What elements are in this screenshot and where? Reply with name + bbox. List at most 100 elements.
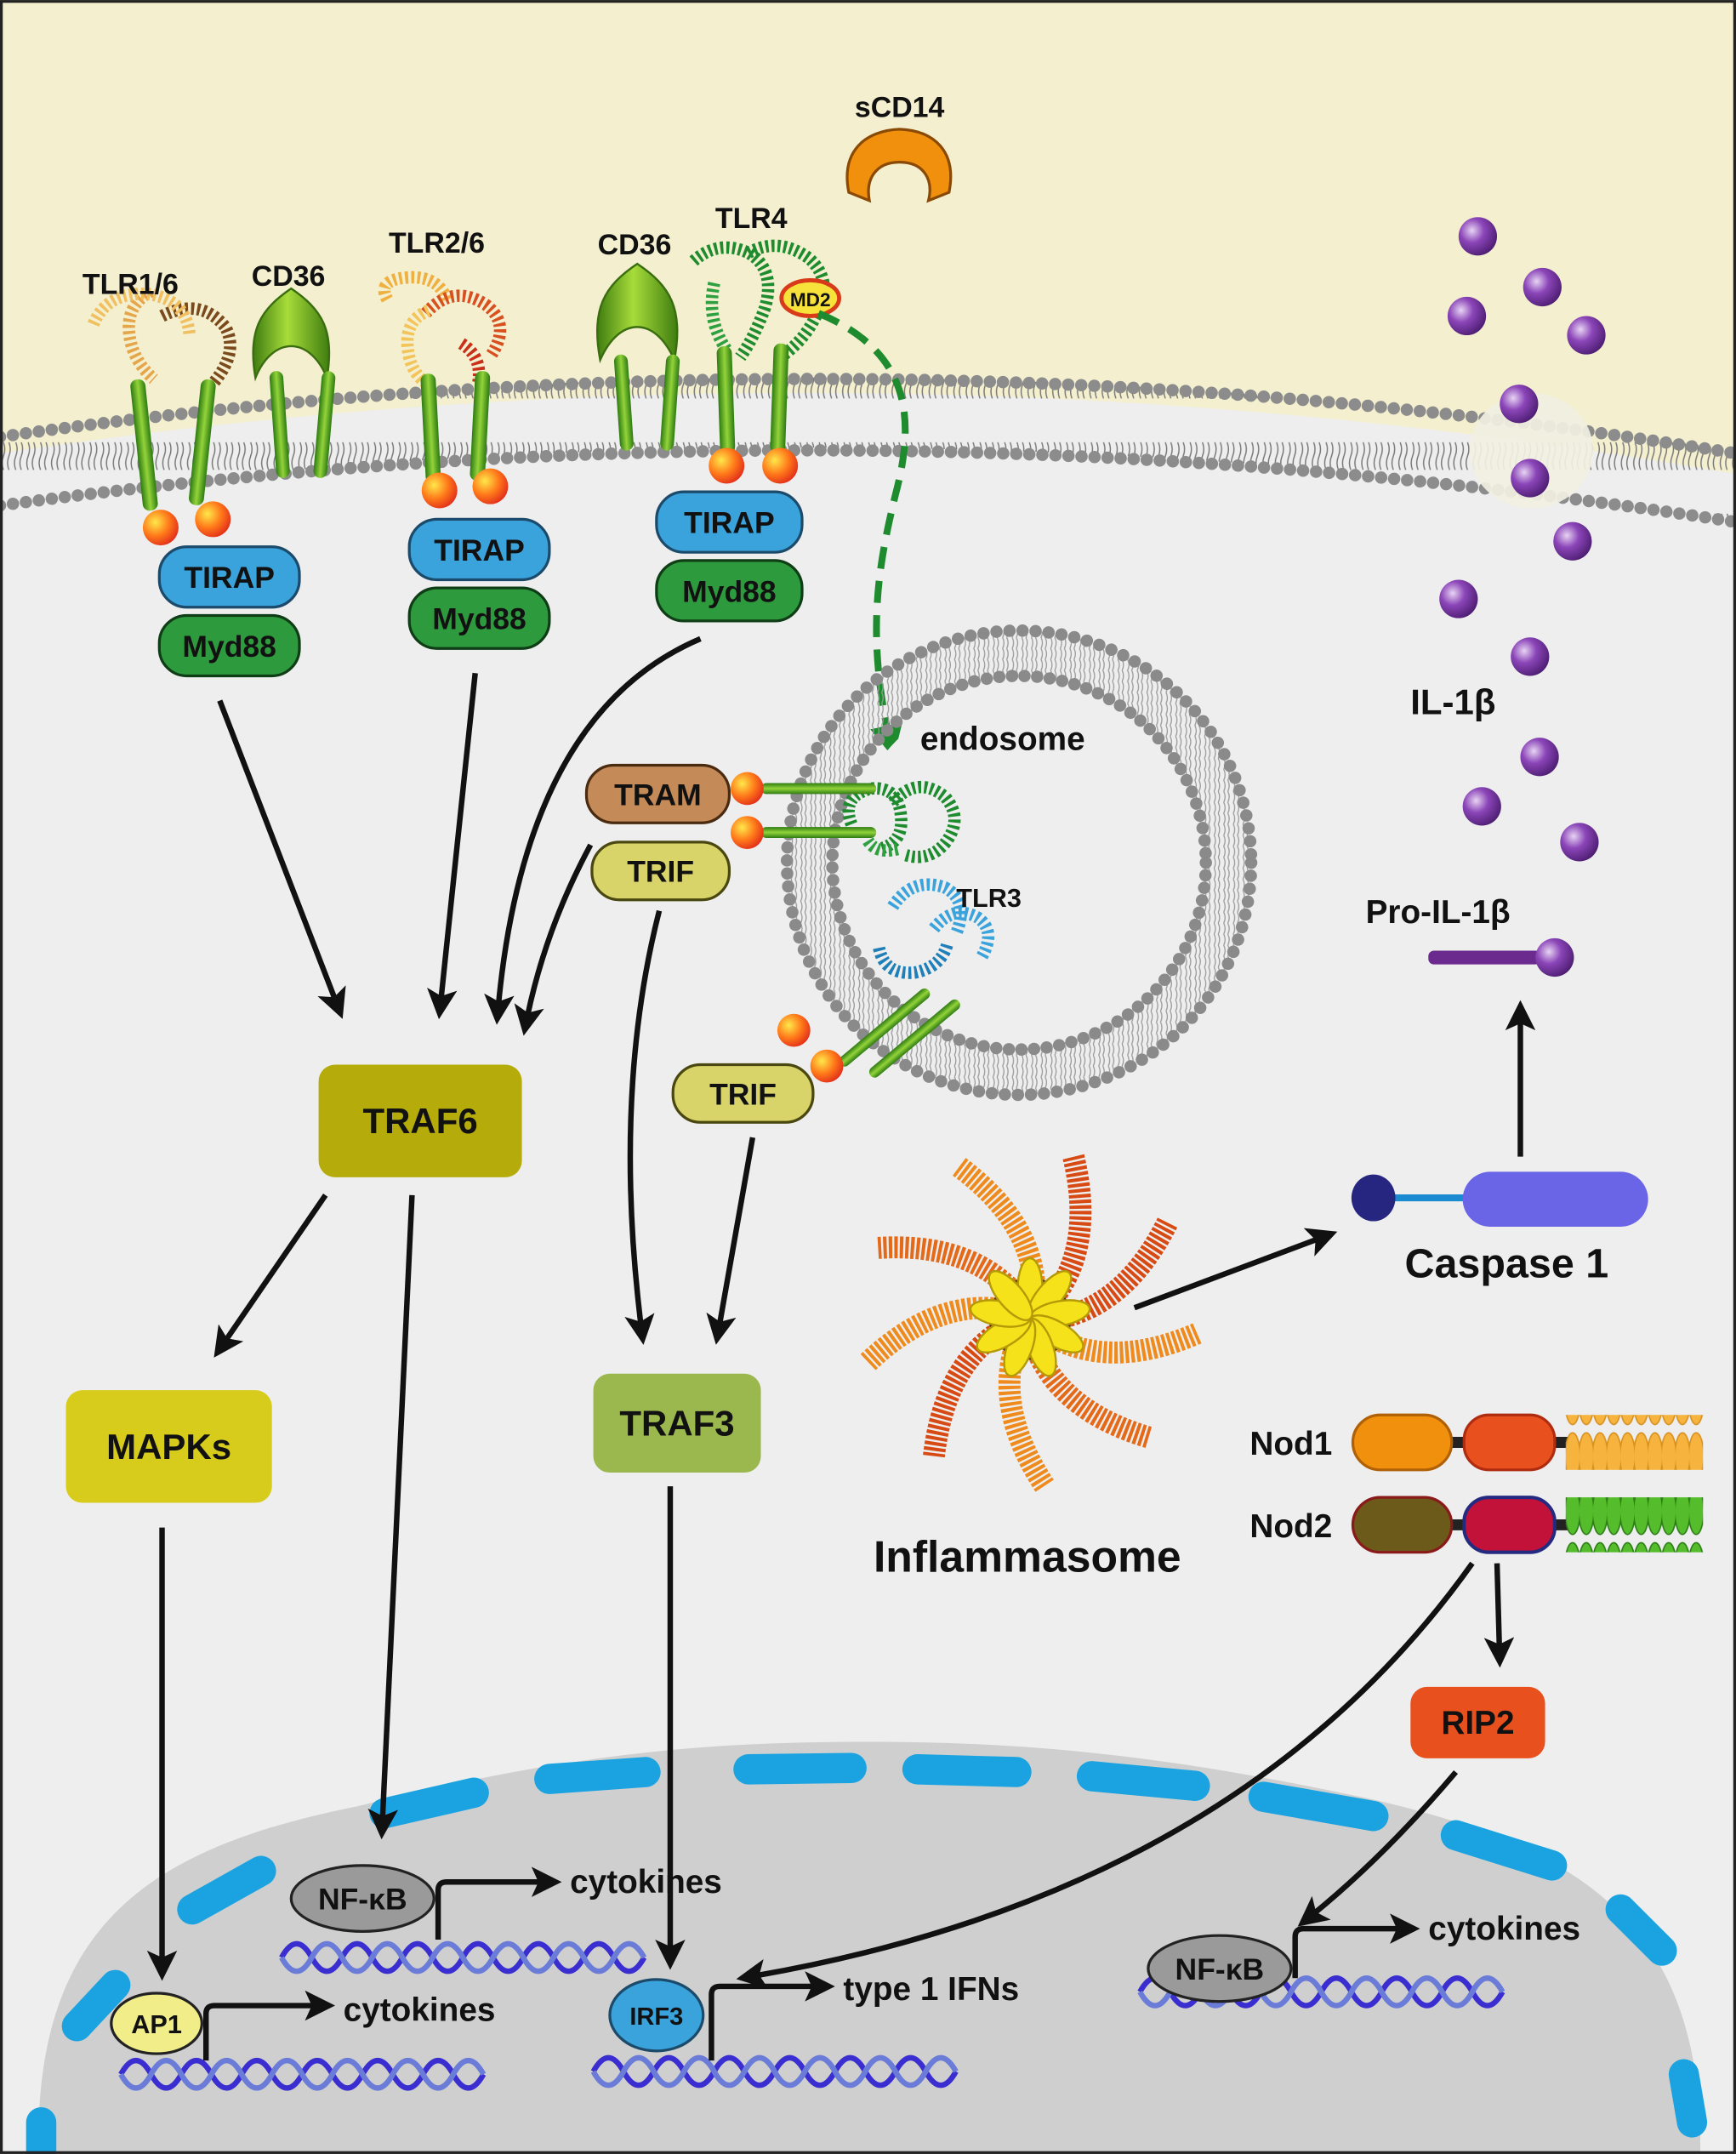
tir-domain	[195, 501, 231, 538]
tirap-label: TIRAP	[684, 506, 775, 540]
tlr2-6-receptor	[378, 271, 509, 509]
traf6-box	[318, 1064, 522, 1177]
mapks-label: MAPKs	[106, 1427, 231, 1467]
trif-box-tlr4	[590, 841, 731, 902]
caspase1-catalytic-domain	[1462, 1171, 1648, 1228]
label-md2: MD2	[790, 289, 831, 311]
cytokines-label-nfkb-left: cytokines	[570, 1864, 722, 1900]
il1b-particle	[1511, 459, 1550, 498]
tirap-box	[655, 490, 804, 554]
myd88-label: Myd88	[682, 574, 777, 608]
rip2-box	[1410, 1686, 1545, 1758]
nod1-protein	[1351, 1413, 1704, 1472]
adaptor-stack-tlr16: TIRAP Myd88	[157, 545, 301, 678]
tirap-label: TIRAP	[184, 561, 275, 595]
tlr1-6-receptor	[88, 286, 236, 546]
label-scd14: sCD14	[855, 91, 945, 123]
il1b-particle	[1523, 267, 1562, 307]
il1b-particles	[1439, 217, 1606, 862]
traf3-label: TRAF3	[619, 1403, 734, 1443]
label-inflammasome: Inflammasome	[874, 1531, 1181, 1581]
mapks-box	[65, 1390, 272, 1503]
rip2-label: RIP2	[1441, 1705, 1514, 1741]
nfkb-factor-right	[1147, 1934, 1293, 2003]
type1-ifns-label: type 1 IFNs	[843, 1971, 1019, 2008]
endosome	[780, 624, 1258, 1102]
tlr3-receptor	[839, 878, 995, 1078]
pro-il1b	[1428, 937, 1574, 977]
tir-domain	[709, 447, 745, 484]
dna-ap1	[118, 2057, 487, 2091]
cytokines-label-ap1: cytokines	[344, 1992, 496, 2028]
irf3-label: IRF3	[629, 2003, 683, 2031]
label-cd36-left: CD36	[252, 260, 326, 293]
tirap-box	[157, 545, 301, 609]
label-cd36-right: CD36	[598, 229, 672, 261]
pathway-arrows	[146, 635, 1536, 1989]
tram-label: TRAM	[614, 778, 702, 812]
label-tlr16: TLR1/6	[83, 269, 179, 301]
dna-nfkb-left	[279, 1940, 647, 1974]
il1b-particle	[1553, 521, 1592, 561]
tlr4-internalization-arrow	[817, 310, 909, 758]
tir-domain	[762, 447, 799, 484]
trif-label-tlr4: TRIF	[627, 855, 694, 889]
endosomal-tlr4	[760, 780, 961, 863]
scd14-protein	[845, 128, 953, 203]
myd88-box	[407, 586, 551, 650]
label-tlr3: TLR3	[956, 884, 1022, 913]
il1b-particle	[1439, 579, 1478, 618]
arrow-rip2-nfkb	[1297, 1769, 1459, 1927]
arrow-trif-traf3	[624, 909, 663, 1345]
membrane-inner-leaflet	[0, 444, 1736, 528]
label-nod2: Nod2	[1249, 1508, 1332, 1545]
arrow-traf6-nfkb	[367, 1194, 415, 1840]
nfkb-label-right: NF-κB	[1175, 1952, 1265, 1986]
inflammasome	[860, 1154, 1202, 1492]
arrow-trif-traf6	[514, 843, 594, 1036]
tram-box	[584, 763, 731, 824]
arrow-nod2-irf3	[736, 1561, 1475, 1989]
arrow-myd88b-traf6	[427, 672, 478, 1020]
label-nod1: Nod1	[1249, 1426, 1332, 1462]
myd88-label: Myd88	[432, 602, 526, 636]
cytoplasm	[0, 392, 1736, 2154]
il1b-particle	[1447, 296, 1487, 336]
label-caspase1: Caspase 1	[1405, 1241, 1609, 1287]
cd36-receptor-left	[252, 287, 336, 478]
tir-domain	[421, 472, 458, 509]
tir-domain	[731, 816, 764, 849]
traf3-box	[593, 1373, 761, 1473]
myd88-box	[157, 613, 301, 678]
traf6-label: TRAF6	[362, 1101, 477, 1141]
tir-domain	[731, 772, 764, 806]
tir-domain	[777, 1013, 811, 1047]
arrow-myd88a-traf6	[217, 699, 346, 1019]
ap1-factor	[110, 1992, 203, 2055]
il1b-particle	[1511, 637, 1550, 676]
tirap-box	[407, 517, 551, 582]
membrane-outer-leaflet	[0, 373, 1736, 460]
adaptor-stack-tlr4: TIRAP Myd88	[655, 490, 804, 623]
trif-label-tlr3: TRIF	[709, 1077, 777, 1111]
label-tlr4: TLR4	[715, 202, 788, 235]
il1b-particle	[1500, 385, 1539, 424]
label-pro-il1b: Pro-IL-1β	[1366, 894, 1511, 931]
caspase1	[1351, 1171, 1648, 1228]
ap1-label: AP1	[131, 2010, 182, 2039]
arrow-myd88c-traf6	[484, 635, 702, 1025]
tir-domain	[472, 468, 509, 504]
nfkb-factor-left	[289, 1864, 435, 1933]
trif-box-tlr3	[671, 1063, 815, 1124]
nucleus	[38, 1741, 1701, 2154]
cd36-receptor-right	[596, 262, 680, 451]
tlr4-receptor	[689, 239, 842, 484]
adaptor-stack-tlr26: TIRAP Myd88	[407, 517, 551, 650]
il1b-particle	[1520, 738, 1559, 777]
label-endosome: endosome	[920, 721, 1085, 758]
md2-protein	[779, 278, 842, 318]
nod2-protein	[1351, 1496, 1704, 1554]
irf3-factor	[608, 1978, 705, 2053]
